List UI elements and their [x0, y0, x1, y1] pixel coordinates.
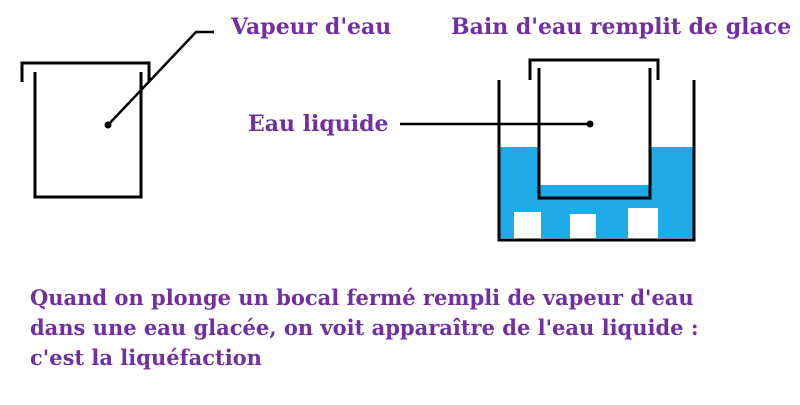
- caption-line: dans une eau glacée, on voit apparaître …: [30, 315, 699, 340]
- ice-cube: [628, 208, 658, 238]
- label-bain-glace: Bain d'eau remplit de glace: [451, 14, 792, 40]
- closed-jar-vapor: [20, 30, 214, 199]
- vapor-leader-line: [107, 30, 214, 126]
- caption-line: c'est la liquéfaction: [30, 345, 262, 370]
- jar-lid: [20, 61, 151, 82]
- jar-body: [33, 72, 143, 199]
- ice-cube: [570, 214, 596, 238]
- plunged-jar-body: [537, 68, 652, 200]
- bath-outline: [497, 80, 696, 242]
- plunged-jar-lid: [528, 58, 660, 80]
- label-vapeur-eau: Vapeur d'eau: [231, 14, 392, 40]
- caption: Quand on plonge un bocal fermé rempli de…: [30, 283, 699, 373]
- caption-line: Quand on plonge un bocal fermé rempli de…: [30, 285, 694, 310]
- ice-cube: [514, 212, 541, 238]
- ice-water-bath: [497, 80, 696, 242]
- label-eau-liquide: Eau liquide: [248, 111, 389, 137]
- plunged-jar: [400, 58, 660, 200]
- condensed-liquid-water: [540, 185, 649, 197]
